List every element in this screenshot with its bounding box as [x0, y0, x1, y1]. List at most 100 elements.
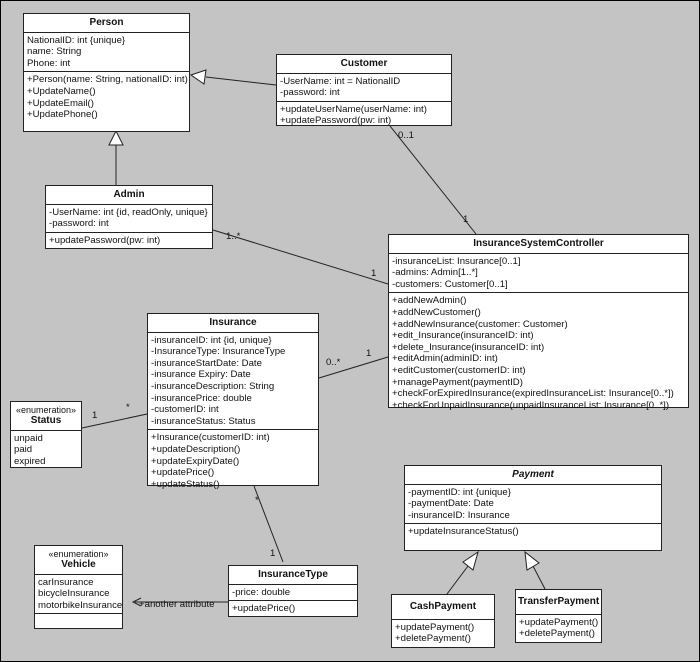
another-attribute-label: +another attribute	[139, 599, 215, 610]
cash-generalization-line	[446, 565, 469, 595]
operations: +Person(name: String, nationalID: int) +…	[24, 72, 189, 122]
class-admin[interactable]: Admin -UserName: int {id, readOnly, uniq…	[45, 185, 213, 249]
empty-compartment	[35, 614, 122, 630]
insurance-type-line	[253, 485, 284, 563]
operation: +UpdateEmail()	[27, 97, 94, 109]
operation: +updatePrice()	[151, 467, 215, 479]
operation: +updateStatus()	[151, 478, 220, 490]
attributes: NationalID: int {unique} name: String Ph…	[24, 33, 189, 73]
multiplicity-status-end: 1	[92, 410, 98, 421]
enum-status[interactable]: «enumeration» Status unpaid paid expired	[10, 401, 82, 468]
insurance-controller-line	[318, 356, 389, 379]
cash-generalization-arrowhead	[462, 550, 479, 571]
operation: +addNewInsurance(customer: Customer)	[392, 318, 568, 330]
operation: +updateDescription()	[151, 443, 241, 455]
operations: +updatePassword(pw: int)	[46, 233, 212, 249]
attributes: -paymentID: int {unique} -paymentDate: D…	[405, 485, 661, 525]
customer-generalization-line	[205, 76, 277, 86]
operation: +addNewAdmin()	[392, 295, 467, 307]
literal: paid	[14, 444, 33, 456]
operation: +checkForExpiredInsurance(expiredInsuran…	[392, 388, 674, 400]
attribute: -insuranceList: Insurance[0..1]	[392, 255, 521, 267]
attributes: -UserName: int {id, readOnly, unique} -p…	[46, 205, 212, 233]
class-name: InsuranceSystemController	[389, 235, 688, 254]
attributes: -UserName: int = NationalID -password: i…	[277, 74, 451, 102]
operations: +updateInsuranceStatus()	[405, 524, 661, 540]
attribute: -insuranceDescription: String	[151, 380, 275, 392]
enum-header: «enumeration» Status	[11, 402, 81, 431]
operation: +editCustomer(customerID: int)	[392, 364, 526, 376]
stereotype: «enumeration»	[48, 549, 109, 559]
class-insurance[interactable]: Insurance -insuranceID: int {id, unique}…	[147, 313, 319, 490]
operation: +deletePayment()	[395, 633, 471, 645]
attribute: -price: double	[232, 586, 291, 598]
operation: +updatePrice()	[232, 603, 296, 615]
attribute: NationalID: int {unique}	[27, 34, 126, 46]
attributes: -price: double	[229, 585, 357, 602]
attribute: -InsuranceType: InsuranceType	[151, 346, 286, 358]
literal: unpaid	[14, 432, 43, 444]
multiplicity-type-end: 1	[270, 548, 276, 559]
operation: +updatePayment()	[395, 621, 475, 633]
operation: +Insurance(customerID: int)	[151, 432, 270, 444]
multiplicity-insurance-from-status: *	[126, 402, 130, 413]
attribute: -paymentID: int {unique}	[408, 486, 511, 498]
class-transfer-payment[interactable]: TransferPayment +updatePayment() +delete…	[515, 589, 602, 643]
class-cash-payment[interactable]: CashPayment +updatePayment() +deletePaym…	[391, 594, 495, 648]
operation: +Person(name: String, nationalID: int)	[27, 74, 188, 86]
enum-header: «enumeration» Vehicle	[35, 546, 122, 575]
class-person[interactable]: Person NationalID: int {unique} name: St…	[23, 13, 190, 132]
attribute: -UserName: int = NationalID	[280, 75, 401, 87]
literal: motorbikeInsurance	[38, 599, 123, 611]
attributes: -insuranceID: int {id, unique} -Insuranc…	[148, 333, 318, 431]
class-insurance-system-controller[interactable]: InsuranceSystemController -insuranceList…	[388, 234, 689, 411]
literals: carInsurance bicycleInsurance motorbikeI…	[35, 575, 122, 615]
multiplicity-insurance-from-type: *	[255, 495, 259, 506]
operation: +updateUserName(userName: int)	[280, 103, 427, 115]
status-insurance-line	[81, 413, 148, 429]
multiplicity-controller-from-customer: 1	[463, 214, 469, 225]
attribute: -password: int	[49, 218, 109, 230]
literal: bicycleInsurance	[38, 588, 110, 600]
class-name: TransferPayment	[516, 590, 601, 615]
attribute: -customerID: int	[151, 404, 219, 416]
attributes: -insuranceList: Insurance[0..1] -admins:…	[389, 254, 688, 294]
stereotype: «enumeration»	[15, 405, 77, 415]
class-name: Admin	[46, 186, 212, 205]
operations: +updatePayment() +deletePayment()	[392, 620, 494, 647]
class-name: Customer	[277, 55, 451, 74]
class-payment[interactable]: Payment -paymentID: int {unique} -paymen…	[404, 465, 662, 551]
operation: +UpdatePhone()	[27, 109, 98, 121]
transfer-generalization-line	[532, 565, 546, 590]
attribute: -insurancePrice: double	[151, 392, 252, 404]
customer-controller-line	[389, 125, 477, 235]
class-name: Payment	[405, 466, 661, 485]
enum-vehicle[interactable]: «enumeration» Vehicle carInsurance bicyc…	[34, 545, 123, 629]
class-name: Insurance	[148, 314, 318, 333]
attribute: -insuranceStatus: Status	[151, 415, 256, 427]
class-customer[interactable]: Customer -UserName: int = NationalID -pa…	[276, 54, 452, 126]
class-insurance-type[interactable]: InsuranceType -price: double +updatePric…	[228, 565, 358, 617]
multiplicity-controller-from-insurance: 1	[366, 348, 372, 359]
operation: +updatePassword(pw: int)	[49, 234, 161, 246]
literal: expired	[14, 455, 46, 467]
operations: +updateUserName(userName: int) +updatePa…	[277, 102, 451, 129]
type-vehicle-arrowhead	[131, 597, 142, 607]
attribute: -insuranceID: int {id, unique}	[151, 334, 272, 346]
class-name: InsuranceType	[229, 566, 357, 585]
attribute: Phone: int	[27, 57, 71, 69]
admin-controller-line	[212, 229, 389, 285]
operations: +updatePayment() +deletePayment()	[516, 615, 601, 642]
class-name: Status	[30, 415, 62, 426]
operation: +editAdmin(adminID: int)	[392, 353, 498, 365]
operation: +updatePassword(pw: int)	[280, 115, 392, 127]
class-name: Vehicle	[61, 559, 96, 570]
class-name: CashPayment	[392, 595, 494, 620]
customer-generalization-arrowhead	[189, 69, 207, 85]
operation: +updateInsuranceStatus()	[408, 526, 519, 538]
operation: +checkForUnpaidInsurance(unpaidInsurance…	[392, 399, 670, 411]
attribute: -admins: Admin[1..*]	[392, 267, 478, 279]
operations: +Insurance(customerID: int) +updateDescr…	[148, 430, 318, 492]
